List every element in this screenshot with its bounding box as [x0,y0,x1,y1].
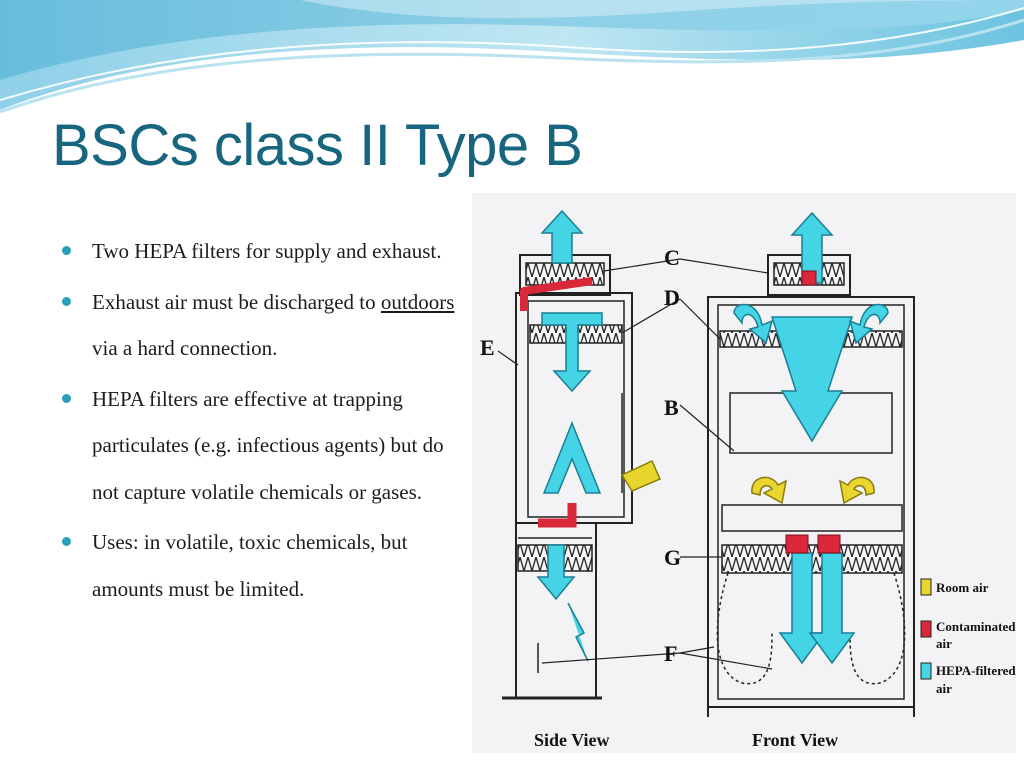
front-downflow-arrow-icon [770,316,854,443]
bullet-item: HEPA filters are effective at trapping p… [60,376,460,516]
label-e: E [480,335,495,360]
bullet-list: Two HEPA filters for supply and exhaust.… [60,228,460,616]
contaminated-air-duct [520,277,593,311]
bullet-icon [62,393,71,403]
legend-hepa-swatch [920,662,932,680]
legend-hepa-label-line1: HEPA-filtered [936,663,1016,678]
bullet-text: Two HEPA filters for supply and exhaust. [92,239,442,263]
bullet-icon [62,296,71,306]
legend-room-air-swatch [920,578,932,596]
legend-hepa-label-line2: air [936,681,952,696]
exhaust-arrow-icon [540,209,584,264]
downflow-arrow-icon [541,312,603,393]
room-air-inlet-arrow-icon [620,459,661,492]
side-view-caption: Side View [534,730,610,750]
work-surface [721,504,903,532]
contaminated-right-marker [817,534,841,554]
side-lower-arrow-icon [567,602,589,662]
legend-contaminated-label-line2: air [936,636,952,651]
contaminated-exhaust-marker [801,270,817,286]
bullet-item: Exhaust air must be discharged to outdoo… [60,279,460,372]
underlined-term: outdoors [380,289,455,314]
bullet-item: Uses: in volatile, toxic chemicals, but … [60,519,460,612]
bsc-diagram: C D E B G F Side View Front View Room ai… [472,193,1016,753]
slide-title: BSCs class II Type B [52,113,583,178]
bullet-text: via a hard connection. [92,336,278,360]
room-air-right-arrow-icon [838,476,875,505]
bullet-icon [62,537,71,546]
label-g: G [664,545,681,570]
legend-contaminated-swatch [920,620,932,638]
bullet-text: Exhaust air must be discharged to [92,289,381,314]
front-lower-right-arrow-icon [808,552,856,665]
label-f: F [664,641,677,666]
front-exhaust-arrow-icon [790,211,834,284]
contaminated-air-return [538,503,577,528]
bullet-icon [62,246,71,255]
right-recirc-arrow-icon [848,303,889,345]
bullet-item: Two HEPA filters for supply and exhaust. [60,228,460,275]
label-c: C [664,245,680,270]
label-b: B [664,395,679,420]
left-recirc-arrow-icon [733,303,774,345]
legend-contaminated-label-line1: Contaminated [936,619,1016,634]
side-exhaust-arrow-icon [536,544,576,601]
front-view-caption: Front View [752,730,838,750]
header-wave-banner [0,0,1024,114]
split-flow-arrow-icon [542,420,602,494]
legend-room-air-label: Room air [936,580,989,595]
bullet-text: HEPA filters are effective at trapping p… [92,386,444,504]
legend: Room air Contaminated air HEPA-filtered … [920,578,1016,696]
bullet-text: Uses: in volatile, toxic chemicals, but … [92,530,408,601]
contaminated-left-marker [785,534,809,554]
label-d: D [664,285,680,310]
room-air-left-arrow-icon [751,476,788,505]
